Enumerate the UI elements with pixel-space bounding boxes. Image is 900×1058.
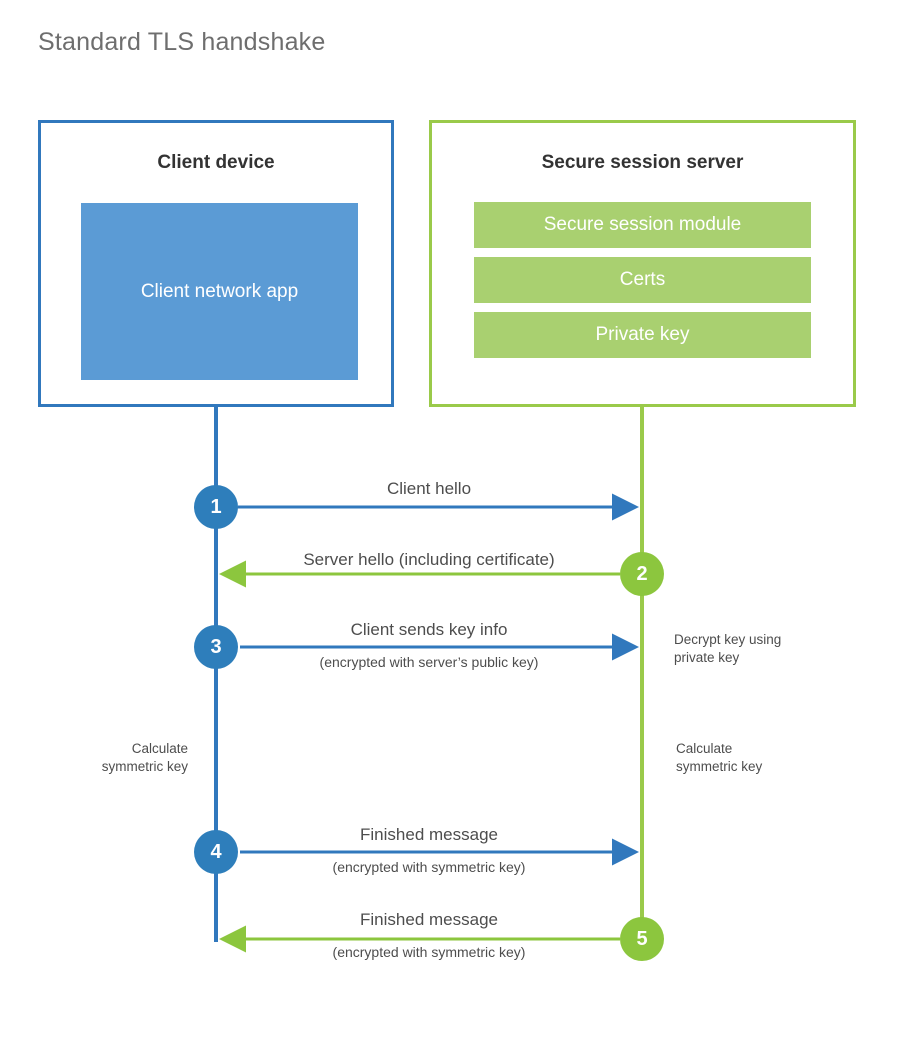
message-secondary-3: (encrypted with server’s public key) bbox=[319, 654, 539, 670]
server-module-list: Secure session module Certs Private key bbox=[474, 202, 811, 358]
message-secondary-5: (encrypted with symmetric key) bbox=[332, 944, 526, 960]
message-primary-1: Client hello bbox=[386, 479, 472, 498]
secure-session-server-box: Secure session server Secure session mod… bbox=[429, 120, 856, 407]
annotation-client-calculate-symmetric-key: Calculate symmetric key bbox=[101, 741, 188, 774]
step-marker-4[interactable]: 4 bbox=[194, 830, 238, 874]
client-network-app-label: Client network app bbox=[140, 281, 299, 302]
client-device-box: Client device Client network app bbox=[38, 120, 394, 407]
message-label-2: Server hello (including certificate) bbox=[229, 549, 629, 571]
server-module-private-key: Private key bbox=[474, 312, 811, 358]
message-label-5: Finished message (encrypted with symmetr… bbox=[229, 909, 629, 962]
step-marker-1[interactable]: 1 bbox=[194, 485, 238, 529]
client-lifeline bbox=[214, 405, 218, 942]
client-device-title: Client device bbox=[157, 152, 275, 173]
message-primary-2: Server hello (including certificate) bbox=[303, 550, 555, 569]
annotation-decrypt-key: Decrypt key using private key bbox=[674, 632, 782, 665]
annotation-server-calculate-symmetric-key: Calculate symmetric key bbox=[676, 741, 763, 774]
message-primary-4: Finished message bbox=[360, 825, 498, 844]
message-label-4: Finished message (encrypted with symmetr… bbox=[229, 824, 629, 877]
message-primary-3: Client sends key info bbox=[350, 620, 508, 639]
step-marker-3[interactable]: 3 bbox=[194, 625, 238, 669]
step-marker-5[interactable]: 5 bbox=[620, 917, 664, 961]
message-secondary-4: (encrypted with symmetric key) bbox=[332, 859, 526, 875]
step-marker-2[interactable]: 2 bbox=[620, 552, 664, 596]
message-primary-5: Finished message bbox=[360, 910, 498, 929]
server-lifeline bbox=[640, 405, 644, 940]
client-network-app-box: Client network app bbox=[81, 203, 358, 380]
page-title: Standard TLS handshake bbox=[38, 28, 326, 56]
server-module-secure-session-module: Secure session module bbox=[474, 202, 811, 248]
secure-session-server-title: Secure session server bbox=[541, 152, 744, 173]
message-label-3: Client sends key info (encrypted with se… bbox=[229, 619, 629, 672]
message-label-1: Client hello bbox=[229, 478, 629, 500]
server-module-certs: Certs bbox=[474, 257, 811, 303]
